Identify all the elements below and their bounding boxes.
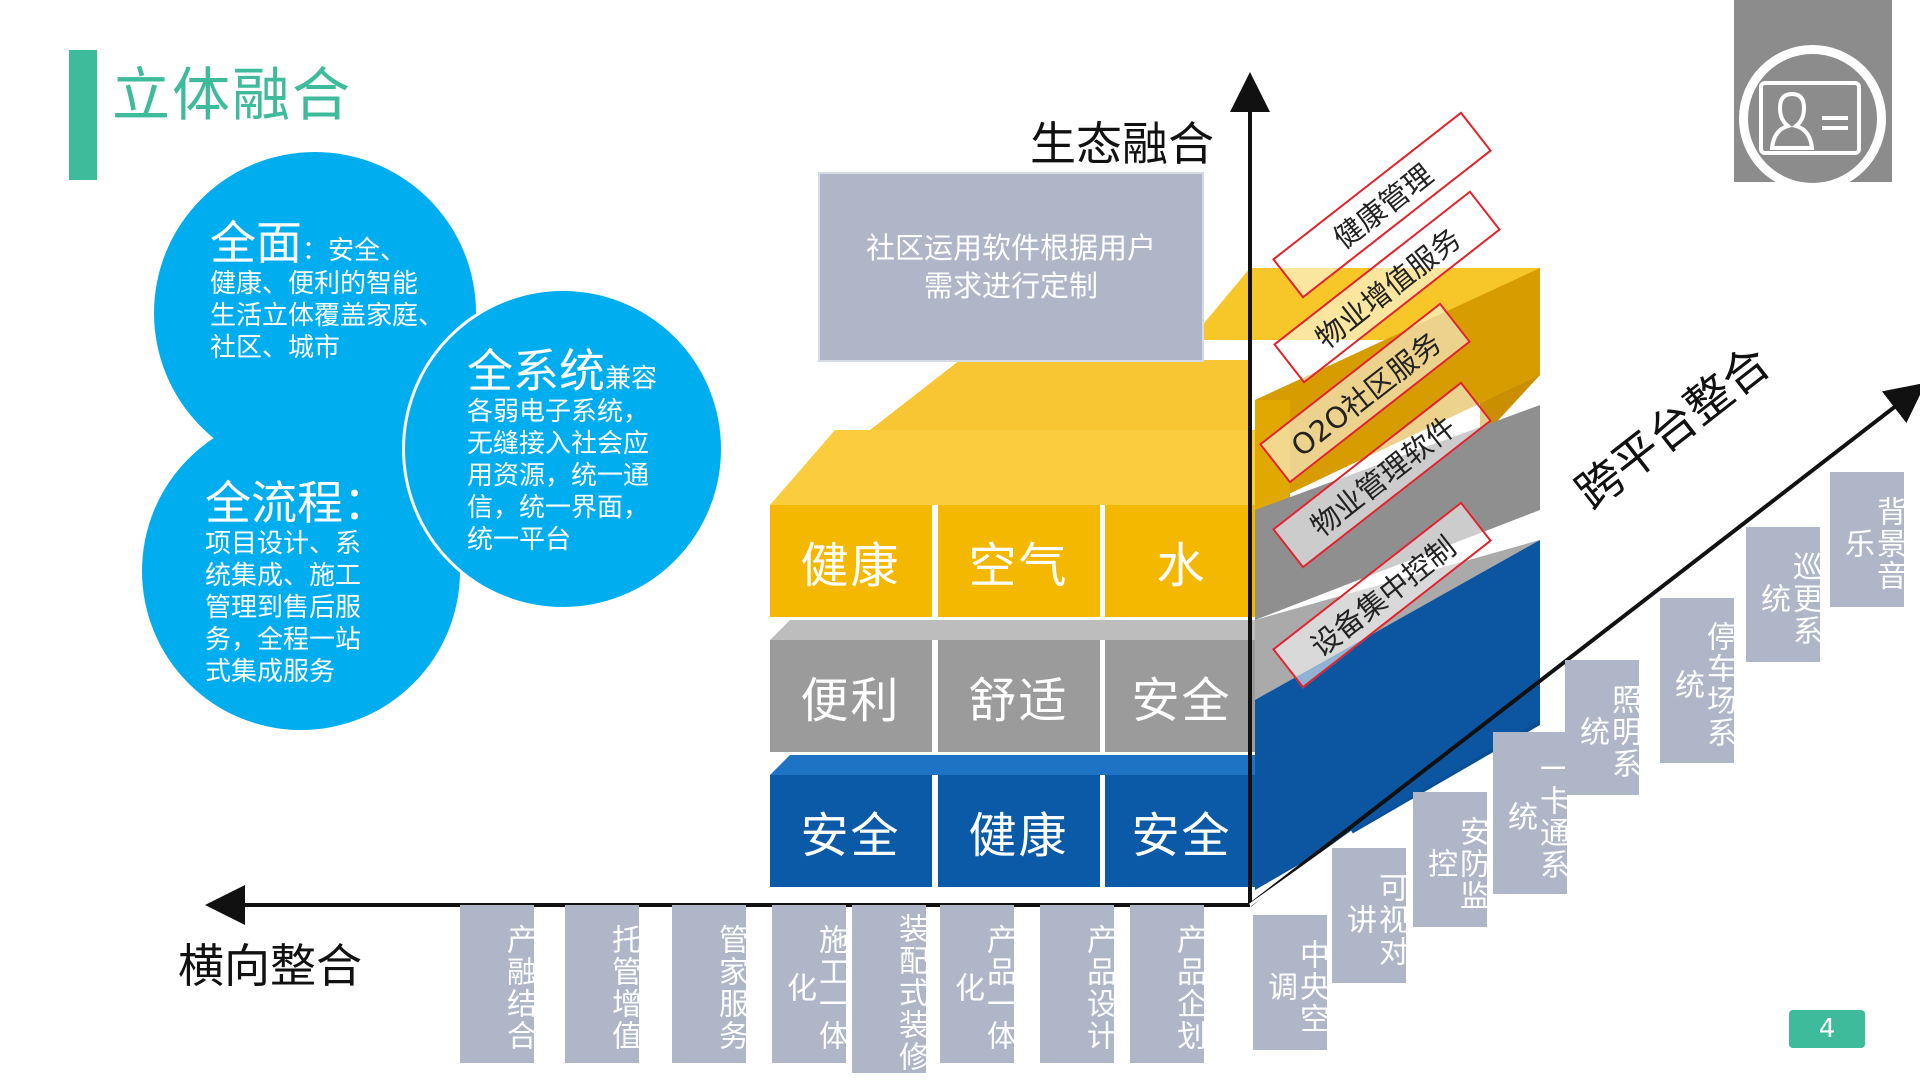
horizontal-item-8: 产品企划 xyxy=(1130,905,1206,1063)
horizontal-item-1: 产融结合 xyxy=(460,905,536,1063)
face-health-bottom: 健康 xyxy=(968,808,1069,864)
diagonal-axis-line xyxy=(1248,382,1920,907)
circle-full-system-heading: 全系统 xyxy=(467,344,605,398)
diagonal-white-edge xyxy=(1249,830,1353,907)
circle-full-process-body: 项目设计、系 统集成、施工 管理到售后服 务，全程一站 式集成服务 xyxy=(205,529,362,687)
platform-item-7: 巡更系统 xyxy=(1746,527,1822,662)
face-health-top: 健康 xyxy=(800,538,901,594)
platform-item-4: 一卡通系统 xyxy=(1493,732,1569,894)
circle-comprehensive-body: ：安全、 健康、便利的智能 生活立体覆盖家庭、 社区、城市 xyxy=(210,236,445,363)
platform-item-6: 停车场系统 xyxy=(1660,598,1736,763)
circle-full-system-body: 各弱电子系统， 无缝接入社会应 用资源，统一通 信，统一界面， 统一平台 xyxy=(467,397,650,555)
horizontal-item-5: 装配式装修 xyxy=(852,905,928,1073)
face-convenience: 便利 xyxy=(800,673,901,729)
face-safety-bottom-1: 安全 xyxy=(800,808,901,864)
customization-note: 社区运用软件根据用户 需求进行定制 xyxy=(818,172,1204,362)
horizontal-item-2: 托管增值 xyxy=(565,905,641,1063)
circle-comprehensive-text: 全面：安全、 健康、便利的智能 生活立体覆盖家庭、 社区、城市 xyxy=(210,218,460,364)
face-safety-mid: 安全 xyxy=(1131,673,1232,729)
circle-full-system xyxy=(402,288,724,610)
horizontal-item-3: 管家服务 xyxy=(672,905,748,1063)
circle-full-process-heading: 全流程： xyxy=(205,476,389,530)
title-accent-bar xyxy=(69,50,97,180)
horizontal-item-7: 产品设计 xyxy=(1040,905,1116,1063)
page-number: 4 xyxy=(1789,1010,1865,1048)
id-card-icon xyxy=(1759,81,1861,155)
face-air: 空气 xyxy=(968,538,1069,594)
circle-full-process-text: 全流程： 项目设计、系 统集成、施工 管理到售后服 务，全程一站 式集成服务 xyxy=(205,478,435,688)
page-title: 立体融合 xyxy=(112,61,353,129)
cube-front xyxy=(770,430,1255,887)
badge-disc xyxy=(1748,54,1877,183)
circle-comprehensive-heading: 全面 xyxy=(210,216,302,270)
circle-full-system-text: 全系统兼容 各弱电子系统， 无缝接入社会应 用资源，统一通 信，统一界面， 统一… xyxy=(467,346,697,556)
face-comfort: 舒适 xyxy=(968,673,1069,729)
platform-item-5: 照明系统 xyxy=(1565,660,1641,795)
cube-right-side xyxy=(1255,268,1540,890)
platform-item-2: 可视对讲 xyxy=(1332,848,1408,983)
platform-item-8: 背景音乐 xyxy=(1830,472,1906,607)
axis-label-horizontal: 横向整合 xyxy=(178,939,362,993)
circle-full-system-tail: 兼容 xyxy=(605,364,658,394)
face-safety-bottom-2: 安全 xyxy=(1131,808,1232,864)
horizontal-item-6: 产品一体化 xyxy=(940,905,1016,1063)
platform-item-3: 安防监控 xyxy=(1413,792,1489,927)
platform-item-1: 中央空调 xyxy=(1253,915,1329,1050)
face-water: 水 xyxy=(1156,538,1207,594)
horizontal-item-4: 施工一体化 xyxy=(772,905,848,1063)
axis-label-ecology: 生态融合 xyxy=(1030,117,1214,171)
customization-note-text: 社区运用软件根据用户 需求进行定制 xyxy=(865,231,1156,303)
